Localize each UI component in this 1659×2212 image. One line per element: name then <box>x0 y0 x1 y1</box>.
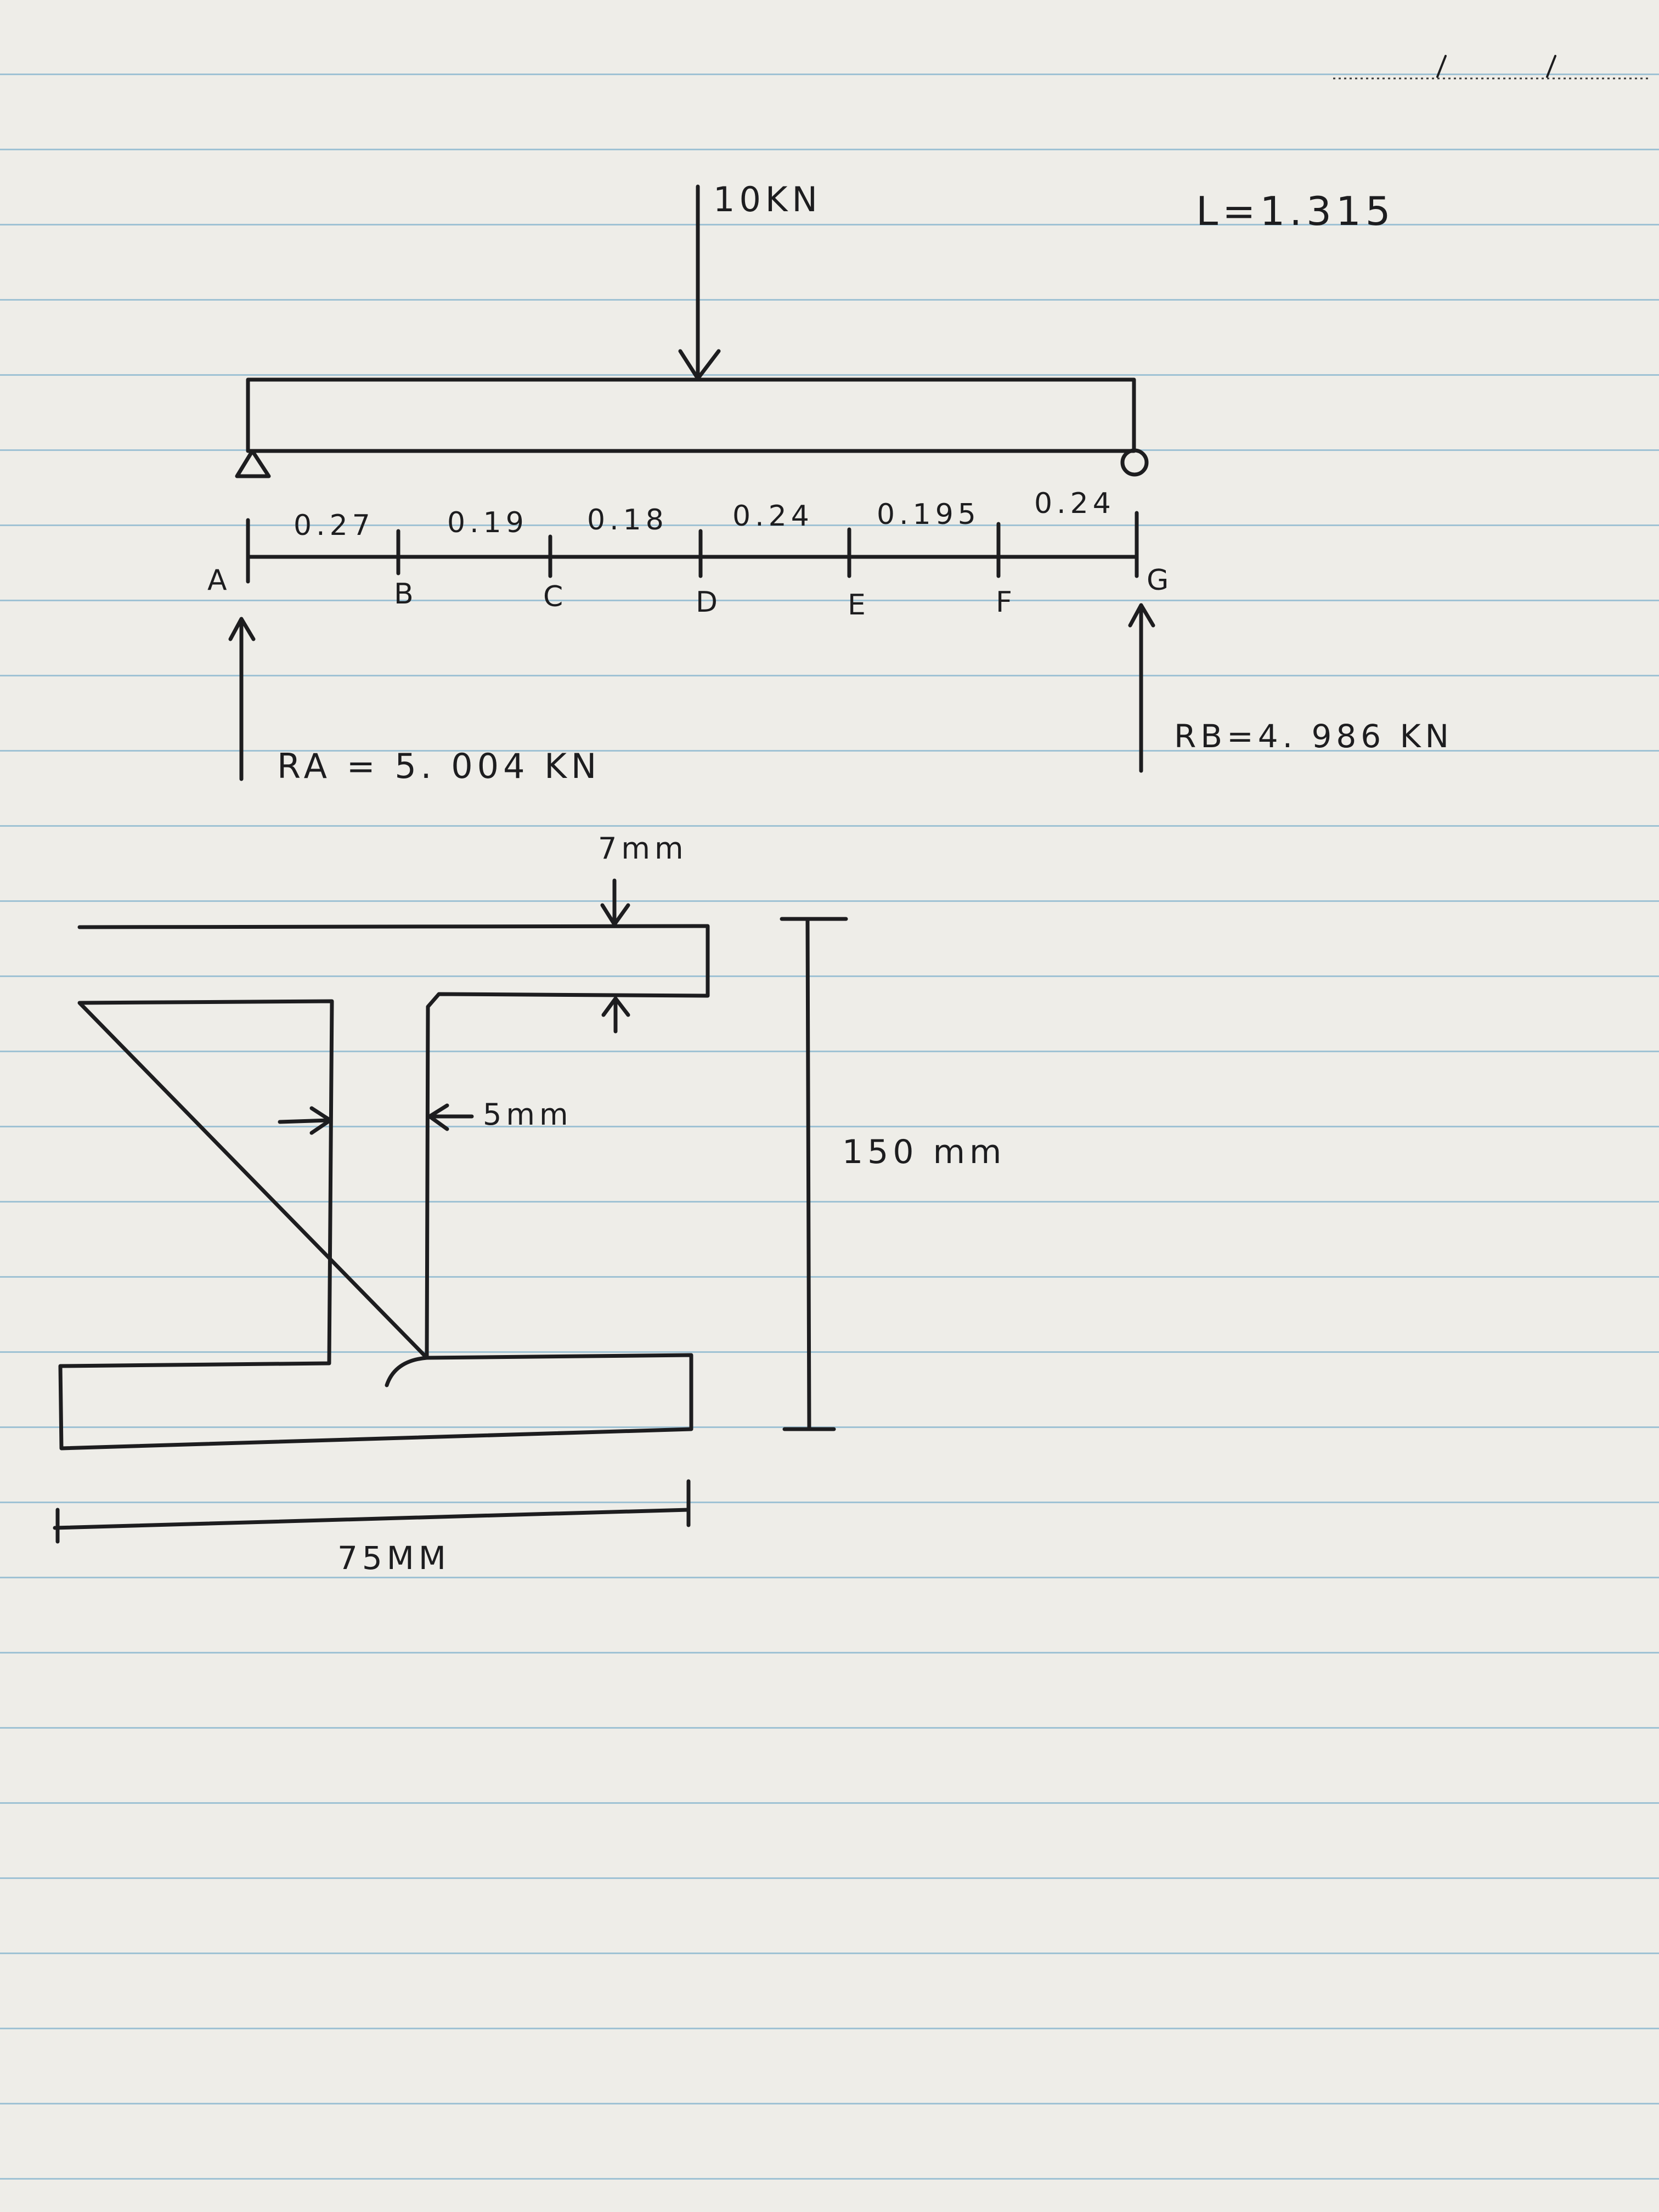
beam-body <box>246 377 1136 453</box>
web-left-arrow <box>278 1106 332 1135</box>
point-f-label: F <box>996 586 1017 619</box>
i-section-outline <box>58 924 710 1451</box>
point-c-label: C <box>543 580 567 613</box>
flange-top-arrow <box>600 878 630 927</box>
flange-bottom-arrow <box>601 996 630 1034</box>
width-dimension <box>53 1479 691 1544</box>
reaction-b-label: RB=4. 986 KN <box>1174 718 1453 755</box>
segment-cd-length: 0.18 <box>587 504 668 537</box>
width-label: 75MM <box>337 1539 450 1577</box>
segment-de-length: 0.24 <box>732 500 814 533</box>
segment-ab-length: 0.27 <box>294 509 375 542</box>
date-line <box>1333 55 1651 80</box>
web-thickness-label: 5mm <box>483 1097 573 1132</box>
segment-ef-length: 0.195 <box>877 498 980 531</box>
segment-fg-length: 0.24 <box>1034 487 1115 520</box>
reaction-b-arrow <box>1128 603 1155 773</box>
point-d-label: D <box>696 586 722 619</box>
point-e-label: E <box>848 589 870 622</box>
height-label: 150 mm <box>842 1133 1006 1171</box>
segment-bc-length: 0.19 <box>447 506 528 539</box>
length-label: L=1.315 <box>1196 188 1395 234</box>
dimension-line <box>246 511 1139 584</box>
height-dimension <box>780 917 848 1431</box>
flange-thickness-label: 7mm <box>598 831 688 866</box>
reaction-a-arrow <box>228 617 256 781</box>
roller-support-icon <box>1120 448 1149 477</box>
point-b-label: B <box>394 578 418 611</box>
reaction-a-label: RA = 5. 004 KN <box>277 746 601 786</box>
point-g-label: G <box>1147 564 1173 597</box>
pin-support-icon <box>235 449 271 478</box>
web-right-arrow <box>427 1103 474 1131</box>
load-label: 10KN <box>713 179 822 219</box>
point-a-label: A <box>207 564 232 597</box>
